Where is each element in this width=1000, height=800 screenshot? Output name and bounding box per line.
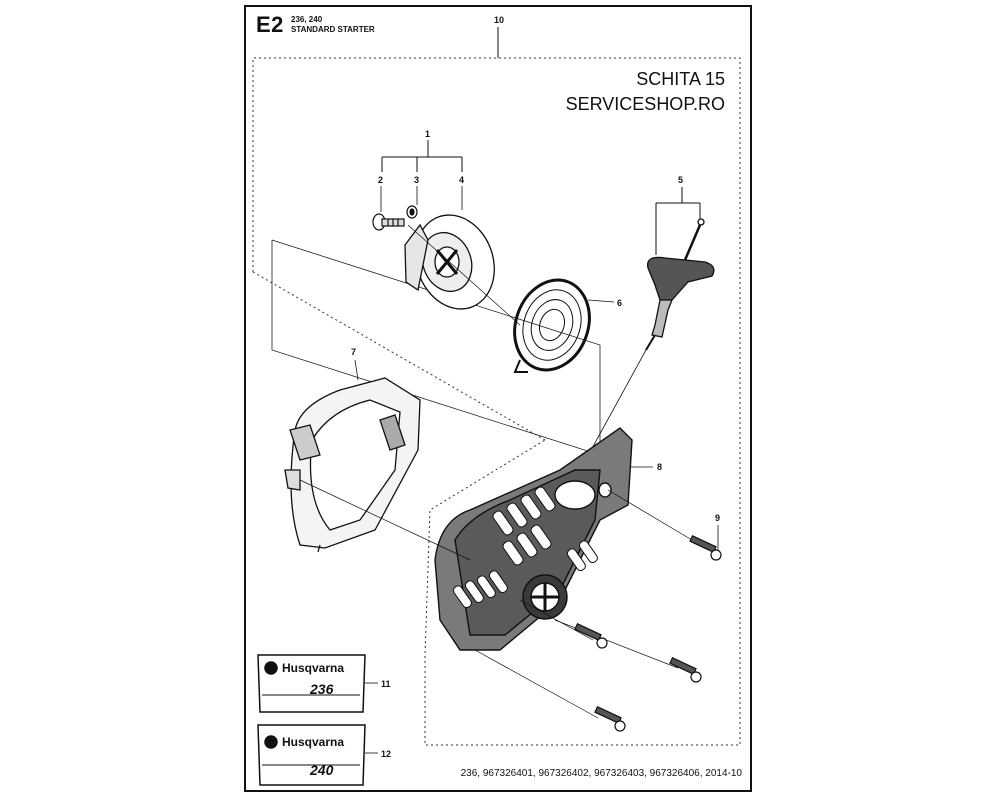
callout-12: 12 bbox=[381, 749, 391, 759]
callout-10: 10 bbox=[494, 15, 504, 25]
decal-240-model: 240 bbox=[309, 762, 334, 778]
husqvarna-logo-icon bbox=[264, 735, 278, 749]
decal-236: Husqvarna 236 bbox=[257, 654, 366, 713]
callout-9: 9 bbox=[715, 513, 720, 523]
screw-2 bbox=[574, 622, 608, 649]
starter-rope-line bbox=[589, 349, 647, 453]
decal-240: Husqvarna 240 bbox=[257, 724, 366, 786]
watermark-line-1: SCHITA 15 bbox=[636, 69, 725, 89]
part-5-starter-handle bbox=[645, 218, 715, 351]
screw-4 bbox=[594, 705, 626, 732]
callout-11: 11 bbox=[381, 679, 391, 689]
part-3-washer bbox=[406, 205, 418, 219]
callout-5: 5 bbox=[678, 175, 683, 185]
section-title: STANDARD STARTER bbox=[291, 25, 375, 34]
decal-236-brand: Husqvarna bbox=[282, 661, 344, 675]
part-6-recoil-spring bbox=[513, 278, 591, 373]
screw-3 bbox=[669, 656, 702, 683]
callout-1-bracket bbox=[381, 140, 463, 172]
screw-1 bbox=[689, 534, 722, 561]
husqvarna-logo-icon bbox=[264, 661, 278, 675]
callout-8: 8 bbox=[657, 462, 662, 472]
part-4-pulley bbox=[404, 214, 495, 310]
footer-info: 236, 967326401, 967326402, 967326403, 96… bbox=[460, 768, 742, 779]
callout-1: 1 bbox=[425, 129, 430, 139]
page-frame bbox=[244, 5, 752, 792]
section-models: 236, 240 bbox=[291, 15, 323, 24]
watermark-line-2: SERVICESHOP.RO bbox=[565, 94, 725, 114]
callout-7: 7 bbox=[351, 347, 356, 357]
section-code: E2 bbox=[256, 12, 284, 37]
callout-6: 6 bbox=[617, 298, 622, 308]
part-2-bolt bbox=[372, 213, 405, 231]
decal-236-model: 236 bbox=[309, 681, 334, 697]
part-7-air-guide bbox=[284, 377, 421, 553]
part-9-screws bbox=[574, 534, 722, 732]
callout-3: 3 bbox=[414, 175, 419, 185]
part-8-starter-housing bbox=[434, 427, 633, 651]
callout-5-bracket bbox=[655, 187, 701, 255]
assembly-10-boundary bbox=[252, 57, 741, 746]
callout-4: 4 bbox=[459, 175, 464, 185]
decal-240-brand: Husqvarna bbox=[282, 735, 344, 749]
callout-2: 2 bbox=[378, 175, 383, 185]
